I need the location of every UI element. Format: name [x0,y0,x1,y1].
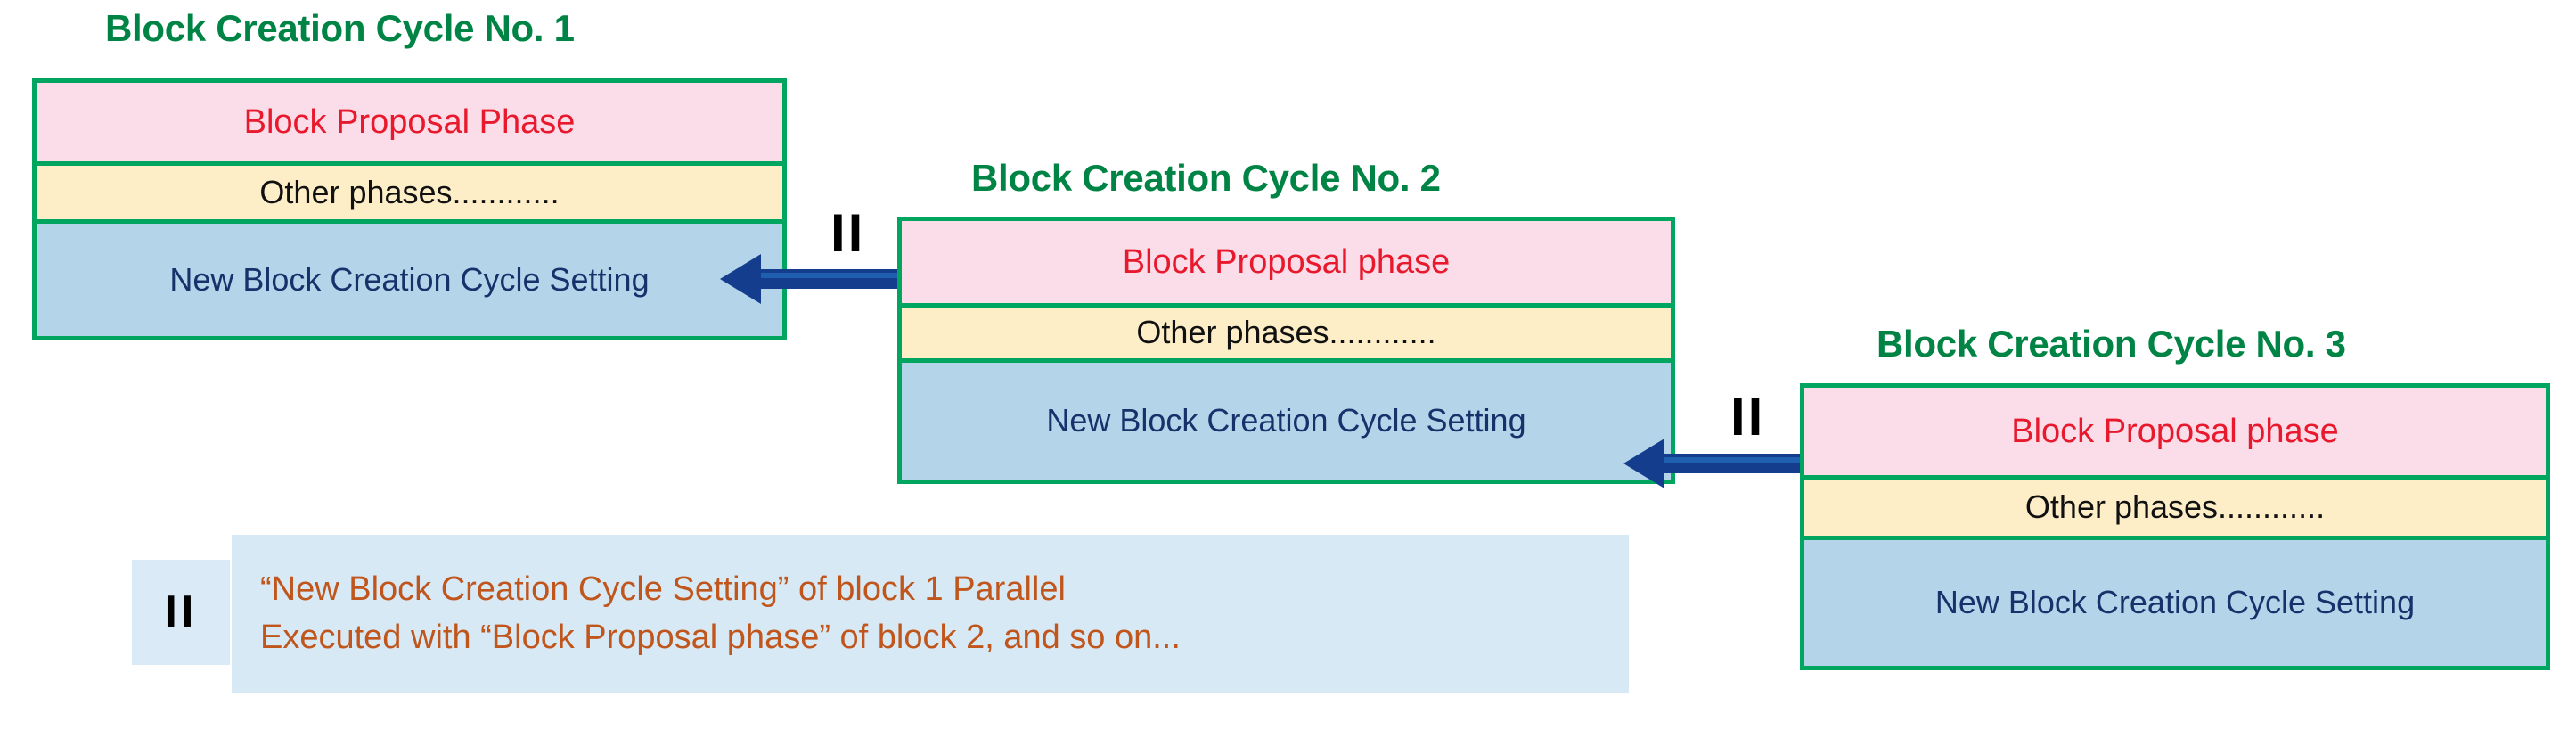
cycle-block-1: Block Proposal Phase Other phases.......… [32,78,787,340]
cycle-block-2: Block Proposal phase Other phases.......… [897,217,1675,484]
cycle-3-phase-other: Other phases............ [1804,480,2546,540]
cycle-1-phase-block-proposal: Block Proposal Phase [37,83,782,166]
cycle-2-phase-other: Other phases............ [902,308,1671,363]
double-arrow-2 [1623,439,1901,488]
cycle-1-title: Block Creation Cycle No. 1 [105,7,575,49]
double-arrow-1 [720,254,998,304]
cycle-1-phase-other: Other phases............ [37,166,782,224]
legend-symbol-box: II [132,560,230,665]
legend-parallel-symbol: II [164,586,198,638]
cycle-2-title: Block Creation Cycle No. 2 [971,157,1441,199]
cycle-1-phase-new-block-creation-cycle-setting: New Block Creation Cycle Setting [37,224,782,336]
cycle-3-phase-block-proposal: Block Proposal phase [1804,388,2546,480]
cycle-2-phase-block-proposal: Block Proposal phase [902,221,1671,308]
cycle-3-phase-new-block-creation-cycle-setting: New Block Creation Cycle Setting [1804,540,2546,666]
cycle-2-phase-new-block-creation-cycle-setting: New Block Creation Cycle Setting [902,363,1671,480]
parallel-symbol-1: II [830,203,866,263]
cycle-block-3: Block Proposal phase Other phases.......… [1800,383,2550,670]
legend-text-box: “New Block Creation Cycle Setting” of bl… [232,535,1629,693]
parallel-symbol-2: II [1730,387,1766,447]
legend-line-1: “New Block Creation Cycle Setting” of bl… [260,570,1066,609]
cycle-3-title: Block Creation Cycle No. 3 [1877,323,2346,365]
legend-line-2: Executed with “Block Proposal phase” of … [260,619,1181,656]
